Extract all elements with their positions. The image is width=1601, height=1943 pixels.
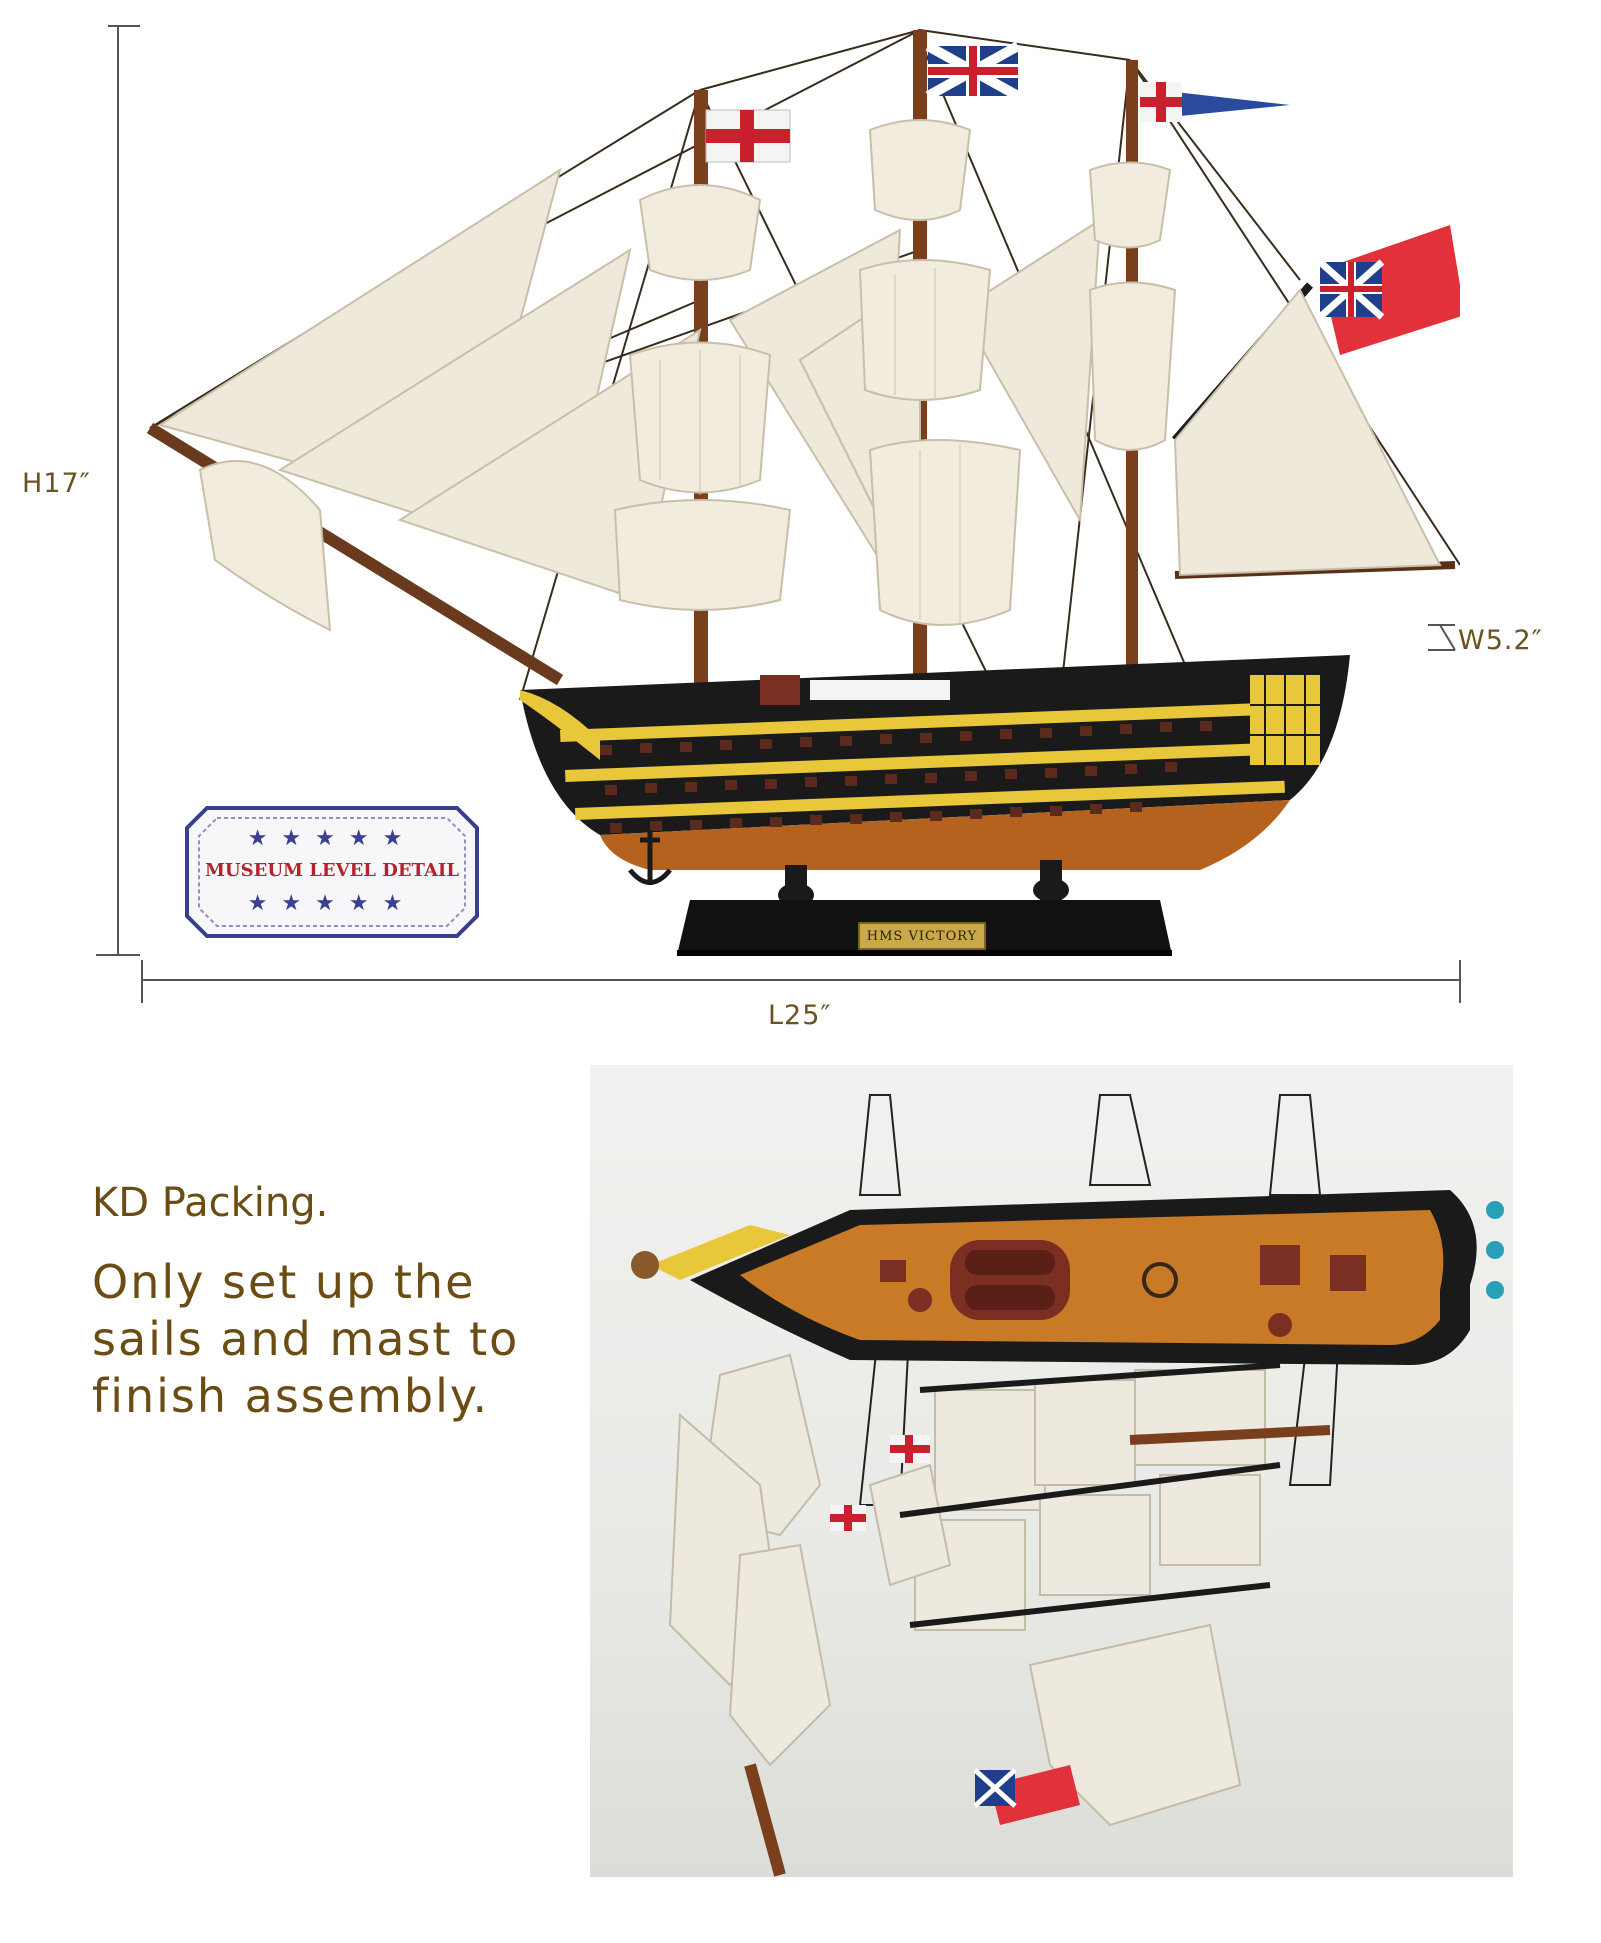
red-ensign-flag-icon	[1317, 225, 1460, 355]
length-label: L25″	[768, 1000, 832, 1031]
kd-packing-heading: KD Packing.	[92, 1180, 329, 1226]
assembly-line-1: Only set up the	[92, 1255, 476, 1309]
ship-model-photo	[146, 29, 1460, 956]
badge-text: MUSEUM LEVEL DETAIL	[205, 860, 459, 881]
width-label: W5.2″	[1458, 625, 1543, 656]
badge-frame	[185, 806, 479, 938]
nameplate-text: HMS VICTORY	[866, 928, 978, 944]
kit-parts-illustration	[631, 1094, 1504, 1877]
pennant-flag-icon	[1140, 82, 1290, 122]
badge-stars-top-icon: ★★★★★	[247, 826, 417, 851]
nameplate: HMS VICTORY	[858, 922, 986, 950]
assembly-line-3: finish assembly.	[92, 1369, 490, 1423]
flag-union-jack-icon	[925, 41, 1021, 101]
museum-level-detail-badge: ★★★★★ MUSEUM LEVEL DETAIL ★★★★★	[185, 806, 479, 938]
height-label: H17″	[22, 468, 91, 499]
gun-ports	[600, 721, 1212, 833]
anchor-icon	[628, 830, 672, 885]
disassembled-kit-photo	[590, 1065, 1513, 1877]
badge-stars-bottom-icon: ★★★★★	[247, 891, 417, 916]
flag-st-george-icon	[705, 109, 791, 163]
assembly-line-2: sails and mast to	[92, 1312, 520, 1366]
